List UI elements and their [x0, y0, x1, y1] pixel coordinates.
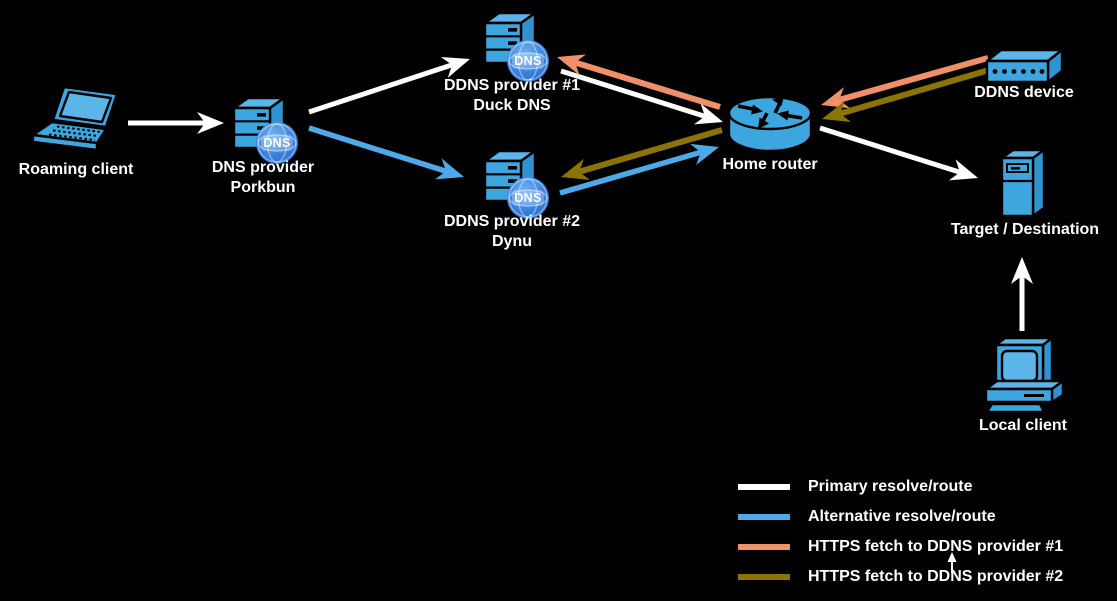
dns-globe-badge: DNS: [256, 122, 298, 164]
desktop-computer-icon: [984, 336, 1065, 414]
globe-icon: [508, 41, 548, 81]
dns-badge-label: DNS: [514, 191, 542, 205]
edge-ddns-device-to-home-router-https2: [822, 67, 990, 122]
globe-icon: [257, 123, 297, 163]
edge-ddns1-to-home-router: [560, 68, 723, 125]
node-label: DDNS provider #2: [443, 213, 581, 230]
dns-globe-badge: DNS: [507, 177, 549, 219]
edge-roaming-client-to-dns-provider: [128, 112, 224, 134]
edge-dns-provider-to-ddns2: [308, 125, 464, 180]
dns-badge-label: DNS: [514, 54, 542, 68]
legend-swatch-https1: [738, 544, 790, 550]
node-label: Porkbun: [230, 179, 296, 196]
node-label: Local client: [978, 417, 1068, 434]
node-label: Target / Destination: [950, 221, 1100, 238]
laptop-icon: [31, 85, 119, 152]
node-label: Home router: [722, 156, 818, 173]
dns-badge-pill: [261, 135, 293, 151]
dns-globe-badge: DNS: [507, 40, 549, 82]
dns-badge-pill: [512, 53, 544, 69]
edge-home-router-to-ddns2: [561, 127, 723, 180]
node-label: Duck DNS: [473, 97, 551, 114]
node-label: Dynu: [492, 233, 532, 250]
dns-badge-label: DNS: [263, 136, 291, 150]
legend-label: Primary resolve/route: [808, 478, 973, 495]
edge-home-router-to-target: [819, 125, 978, 181]
globe-icon: [508, 178, 548, 218]
legend-label: Alternative resolve/route: [808, 508, 996, 525]
tower-server-icon: [1000, 148, 1046, 218]
mouse-cursor-artifact: [947, 552, 957, 573]
edge-ddns2-to-home-router: [559, 143, 719, 196]
node-label: DDNS provider #1: [443, 77, 581, 94]
legend-swatch-primary: [738, 484, 790, 490]
node-label: DDNS device: [974, 84, 1074, 101]
legend-label: HTTPS fetch to DDNS provider #1: [808, 538, 1064, 555]
legend-item: HTTPS fetch to DDNS provider #1: [738, 532, 1063, 562]
node-label: Roaming client: [18, 161, 134, 178]
legend-item: Alternative resolve/route: [738, 502, 1063, 532]
legend-swatch-alternative: [738, 514, 790, 520]
ddns-device-icon: [985, 48, 1064, 84]
node-label: DNS provider: [211, 159, 315, 176]
legend-item: Primary resolve/route: [738, 472, 1063, 502]
legend-item: HTTPS fetch to DDNS provider #2: [738, 562, 1063, 592]
edge-dns-provider-to-ddns1: [308, 56, 470, 115]
router-icon: [727, 95, 813, 153]
dns-badge-pill: [512, 190, 544, 206]
edge-home-router-to-ddns1: [557, 54, 721, 110]
legend-label: HTTPS fetch to DDNS provider #2: [808, 568, 1064, 585]
legend-swatch-https2: [738, 574, 790, 580]
edge-local-client-to-target: [1011, 257, 1033, 331]
